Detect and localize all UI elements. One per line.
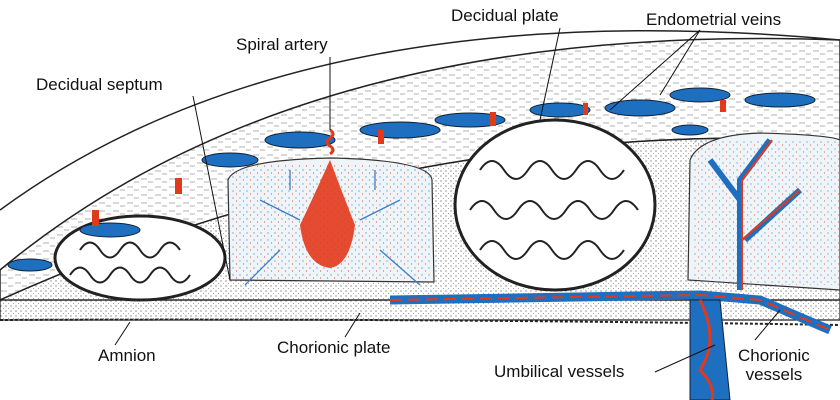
label-decidual-septum: Decidual septum — [36, 75, 163, 94]
leader-lines — [114, 27, 781, 373]
spiral-artery-jet — [300, 160, 355, 268]
label-amnion: Amnion — [98, 346, 156, 365]
label-chorionic-plate: Chorionic plate — [277, 338, 391, 357]
amnion-layer — [0, 318, 840, 326]
label-chorionic-vessels: Chorionic vessels — [738, 346, 810, 384]
endometrial-veins — [7, 87, 816, 272]
label-spiral-artery: Spiral artery — [236, 35, 328, 54]
label-umbilical-vessels: Umbilical vessels — [494, 362, 625, 381]
label-chorionic-vessels-line2: vessels — [745, 365, 803, 384]
label-chorionic-vessels-line1: Chorionic — [738, 346, 810, 365]
label-decidual-plate: Decidual plate — [451, 6, 559, 25]
label-endometrial-veins: Endometrial veins — [646, 10, 782, 29]
